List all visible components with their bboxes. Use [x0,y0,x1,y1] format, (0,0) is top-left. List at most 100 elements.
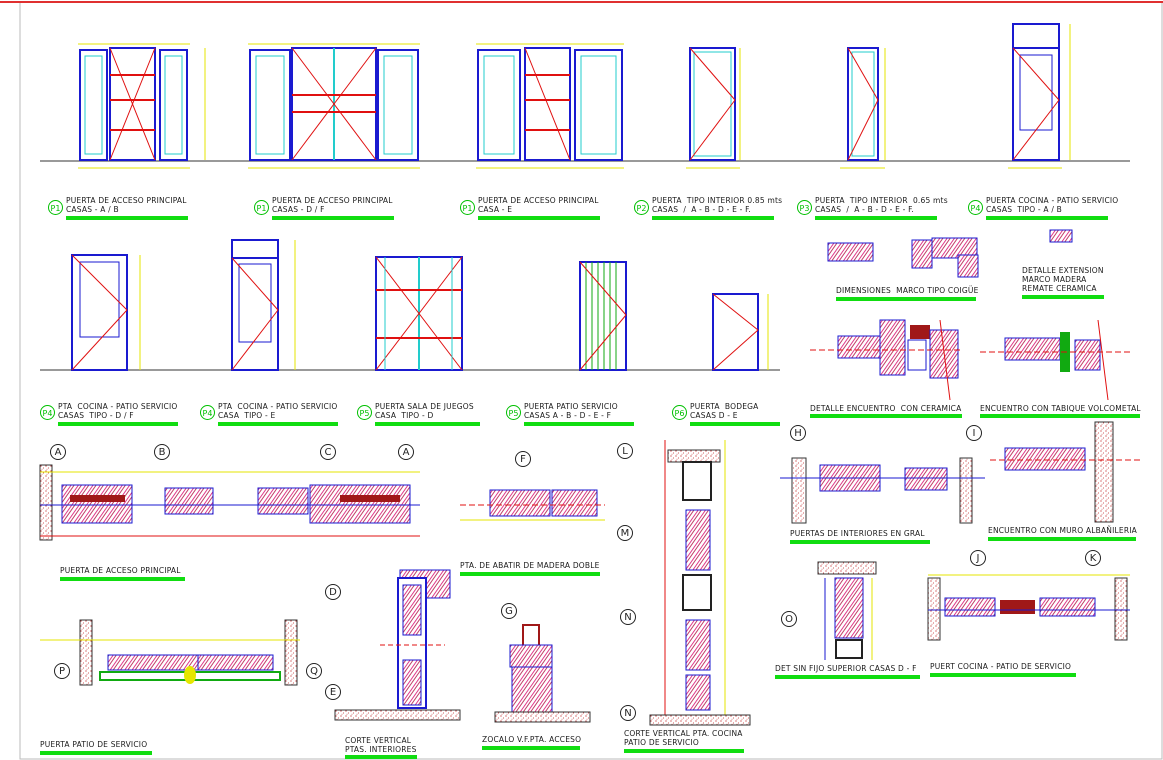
caption-underline [988,537,1136,541]
section-zocalo [494,624,591,723]
caption-underline [345,755,417,759]
caption-p3-1: PUERTA TIPO INTERIOR 0.65 mts [815,196,948,205]
caption-interiores: PUERTAS DE INTERIORES EN GRAL [790,529,925,538]
caption-p4-ab-1: PUERTA COCINA - PATIO SERVICIO [986,196,1119,205]
caption-p2-1: PUERTA TIPO INTERIOR 0.85 mts [652,196,783,205]
callout-k: K [1085,550,1101,566]
caption-cocina-2: PATIO DE SERVICIO [624,738,699,747]
callout-l: L [617,443,633,459]
tag-p6: P6 [672,405,687,420]
callout-p: P [54,663,70,679]
caption-p1-ab-2: CASAS - A / B [66,205,119,214]
caption-underline [690,422,780,426]
section-fijo-superior [817,561,877,660]
caption-underline [1022,295,1104,299]
callout-o: O [781,611,797,627]
caption-p4-df-1: PTA COCINA - PATIO SERVICIO [58,402,178,411]
callout-c: C [320,444,336,460]
caption-zocalo: ZOCALO V.F.PTA. ACCESO [482,735,582,744]
elevation-p2 [686,47,741,169]
section-interiores [334,569,461,721]
tag-p1-ab: P1 [48,200,63,215]
caption-tabique: ENCUENTRO CON TABIQUE VOLCOMETAL [980,404,1141,413]
caption-corte-2: PTAS. INTERIORES [345,745,417,754]
caption-p1-ab-1: PUERTA DE ACCESO PRINCIPAL [66,196,187,205]
caption-underline [815,216,937,220]
caption-abatir: PTA. DE ABATIR DE MADERA DOBLE [460,561,600,570]
tag-p2: P2 [634,200,649,215]
tag-p1-df: P1 [254,200,269,215]
elevation-p5-sala [375,256,463,371]
callout-q: Q [306,663,322,679]
caption-extension-2: MARCO MADERA [1022,275,1087,284]
caption-underline [624,749,744,753]
caption-extension-3: REMATE CERAMICA [1022,284,1097,293]
caption-p4-df-2: CASAS TIPO - D / F [58,411,134,420]
caption-underline [40,751,152,755]
caption-underline [478,216,600,220]
elevation-p4-e [231,239,296,371]
caption-p5-sala-2: CASA TIPO - D [375,411,434,420]
elevation-p6 [712,293,769,371]
caption-p1-df-2: CASAS - D / F [272,205,325,214]
tag-p5-patio: P5 [506,405,521,420]
sheet-border [19,1,1163,760]
caption-p5-patio-2: CASAS A - B - D - E - F [524,411,612,420]
callout-n-bottom: N [620,705,636,721]
caption-fijo: DET SIN FIJO SUPERIOR CASAS D - F [775,664,917,673]
elevation-p1-df [248,43,420,169]
tag-p5-sala: P5 [357,405,372,420]
elevation-p4-ab [1008,23,1071,169]
caption-underline [775,675,920,679]
elevation-p1-e [476,43,624,169]
plan-cocina-patio [927,574,1130,641]
caption-underline [986,216,1108,220]
caption-extension-1: DETALLE EXTENSION [1022,266,1104,275]
caption-underline [66,216,188,220]
caption-cocina-1: CORTE VERTICAL PTA. COCINA [624,729,743,738]
tag-p4-ab: P4 [968,200,983,215]
caption-puertcocina: PUERT COCINA - PATIO DE SERVICIO [930,662,1072,671]
elevation-p3 [840,47,886,169]
plan-interiores [780,457,985,524]
caption-underline [272,216,394,220]
caption-underline [482,746,580,750]
caption-underline [790,540,930,544]
elevation-p5-patio [579,261,627,371]
caption-underline [524,422,634,426]
callout-i: I [966,425,982,441]
caption-underline [810,414,962,418]
tag-p1-e: P1 [460,200,475,215]
callout-m: M [617,525,633,541]
callout-d: D [325,584,341,600]
callout-a-right: A [398,444,414,460]
plan-acceso-principal [39,464,420,541]
caption-p1-e-2: CASA - E [478,205,513,214]
plan-patio-servicio [40,619,300,686]
callout-n-top: N [620,609,636,625]
caption-underline [58,422,178,426]
caption-acceso: PUERTA DE ACCESO PRINCIPAL [60,566,181,575]
elevation-p4-df [71,254,141,371]
callout-h: H [790,425,806,441]
plan-abatir-doble [460,489,605,521]
callout-a-left: A [50,444,66,460]
callout-f: F [515,451,531,467]
section-corte-cocina [649,440,751,726]
ceramica-detail [810,319,1130,401]
caption-p1-e-1: PUERTA DE ACCESO PRINCIPAL [478,196,599,205]
callout-e: E [325,684,341,700]
tag-p3: P3 [797,200,812,215]
elevation-p1-ab [78,43,206,169]
caption-underline [60,577,185,581]
caption-p4-e-2: CASA TIPO - E [218,411,276,420]
caption-p5-sala-1: PUERTA SALA DE JUEGOS [375,402,474,411]
marco-detail [827,229,1073,278]
caption-underline [930,673,1076,677]
caption-albanileria: ENCUENTRO CON MURO ALBAÑILERIA [988,526,1137,535]
caption-p2-2: CASAS / A - B - D - E - F. [652,205,752,214]
caption-patio: PUERTA PATIO DE SERVICIO [40,740,148,749]
caption-underline [375,422,480,426]
